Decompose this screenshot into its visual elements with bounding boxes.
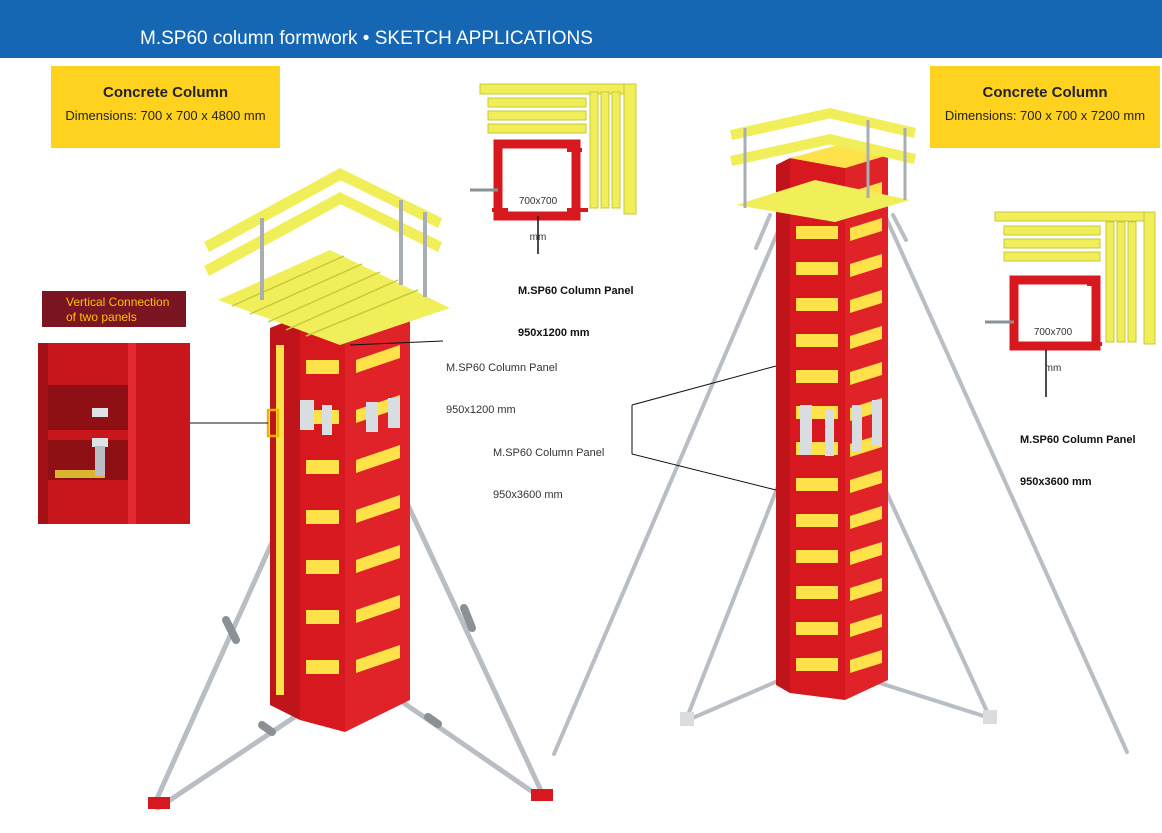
vertical-connection-callout: Vertical Connection of two panels	[42, 291, 186, 327]
top-plan-label-line2: 950x1200 mm	[518, 327, 590, 339]
right-column-plywood	[796, 182, 882, 673]
left-column-clamps	[300, 398, 400, 435]
right-column-left-face	[790, 158, 845, 700]
left-column-left-face	[270, 316, 300, 720]
left-info-box: Concrete Column Dimensions: 700 x 700 x …	[51, 66, 280, 148]
left-deck	[218, 250, 450, 345]
right-plan-dimension: 700x700 mm	[1031, 303, 1075, 387]
left-base-plate-2	[531, 789, 553, 801]
left-column-right-face	[345, 312, 410, 732]
bolt-nut	[92, 408, 108, 417]
right-column-right-face	[845, 155, 888, 700]
right-plan-view	[985, 211, 1156, 397]
right-info-dimensions: Dimensions: 700 x 700 x 7200 mm	[944, 108, 1146, 123]
right-guardrail	[730, 108, 916, 208]
top-plan-label-line1: M.SP60 Column Panel	[518, 285, 634, 297]
left-guardrail	[204, 168, 442, 300]
middle-panel-label-line1: M.SP60 Column Panel	[493, 447, 605, 459]
left-panel-label-line1: M.SP60 Column Panel	[446, 362, 558, 374]
right-info-box: Concrete Column Dimensions: 700 x 700 x …	[930, 66, 1160, 148]
left-column-assembly	[148, 168, 553, 811]
top-plan-label: M.SP60 Column Panel 950x1200 mm	[518, 256, 634, 354]
middle-panel-label: M.SP60 Column Panel 950x3600 mm	[493, 418, 604, 516]
right-plan-dim-line2: mm	[1044, 363, 1062, 374]
top-plan-dim-line1: 700x700	[518, 196, 558, 207]
middle-panel-label-line2: 950x3600 mm	[493, 489, 563, 501]
middle-label-bracket	[631, 365, 777, 491]
left-base-plate-1	[148, 797, 170, 809]
right-column-clamps	[800, 400, 882, 456]
right-info-title: Concrete Column	[982, 84, 1108, 101]
vertical-connection-detail	[38, 343, 190, 524]
header-bar: M.SP60 column formwork • SKETCH APPLICAT…	[0, 0, 1162, 58]
bolt-thread	[95, 446, 105, 476]
right-deck	[736, 180, 910, 222]
right-column-assembly	[552, 108, 1129, 756]
top-plan-view	[470, 83, 637, 254]
vertical-connection-line1: Vertical Connection	[66, 295, 170, 309]
vertical-connection-line2: of two panels	[66, 310, 137, 324]
left-info-title: Concrete Column	[102, 84, 228, 101]
right-plan-dim-line1: 700x700	[1033, 327, 1073, 338]
left-panel-label-line2: 950x1200 mm	[446, 404, 516, 416]
top-plan-dim-line2: mm	[529, 232, 547, 243]
right-plan-label-line2: 950x3600 mm	[1020, 476, 1092, 488]
page-title: M.SP60 column formwork • SKETCH APPLICAT…	[140, 28, 593, 49]
right-plan-label-line1: M.SP60 Column Panel	[1020, 434, 1136, 446]
top-plan-dimension: 700x700 mm	[516, 172, 560, 256]
left-info-dimensions: Dimensions: 700 x 700 x 4800 mm	[65, 108, 266, 123]
left-panel-label: M.SP60 Column Panel 950x1200 mm	[446, 333, 557, 431]
right-plan-label: M.SP60 Column Panel 950x3600 mm	[1020, 405, 1136, 503]
